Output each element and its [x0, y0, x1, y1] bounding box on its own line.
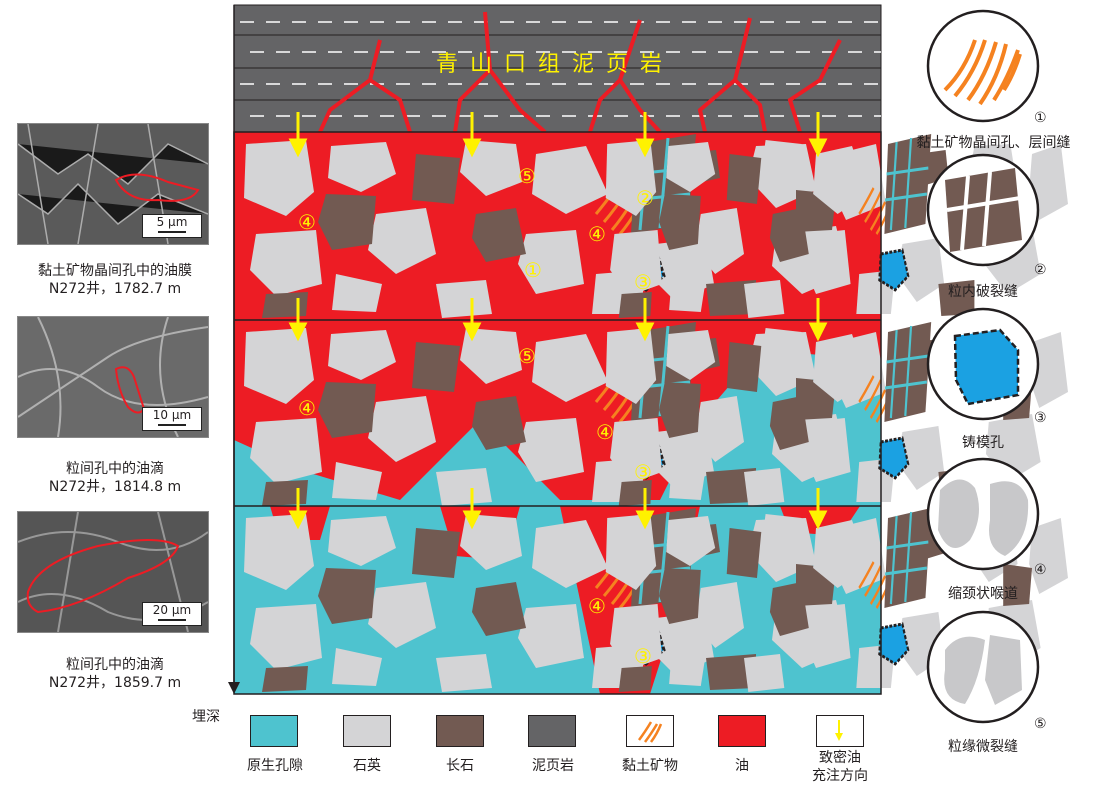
pore-type-circle-5: [926, 610, 1040, 724]
marker: ③: [634, 644, 652, 668]
legend-label-shale: 泥页岩: [532, 758, 574, 774]
pore-type-label-2: 粒内破裂缝: [948, 284, 1018, 300]
scale-label: 5 μm: [156, 215, 188, 229]
grain-edge-fracture-icon: [944, 635, 1022, 705]
legend-swatch-shale: [528, 715, 576, 747]
legend-label-feldspar: 长石: [446, 758, 474, 774]
pore-type-label-1: 黏土矿物晶间孔、层间缝: [916, 135, 1071, 151]
pore-type-num-4: ④: [1034, 562, 1047, 578]
legend-swatch-pore: [250, 715, 298, 747]
marker: ④: [298, 210, 316, 234]
pore-type-circle-1: [926, 9, 1040, 123]
marker: ④: [596, 420, 614, 444]
pore-type-num-3: ③: [1034, 410, 1047, 426]
legend-label-quartz: 石英: [353, 758, 381, 774]
reservoir-panel-1: [234, 132, 1070, 320]
marker: ③: [634, 460, 652, 484]
marker: ⑤: [518, 164, 536, 188]
throat-icon: [938, 479, 1029, 556]
sem-image-1: 5 μm: [17, 123, 209, 245]
legend-swatch-charge: [816, 715, 864, 747]
legend-swatch-clay: [626, 715, 674, 747]
reservoir-panel-2: [234, 320, 1070, 508]
shale-layer-label: 青山口组泥页岩: [435, 52, 674, 77]
marker: ②: [636, 186, 654, 210]
legend-label-clay: 黏土矿物: [622, 758, 678, 774]
marker: ①: [524, 258, 542, 282]
pore-type-num-2: ②: [1034, 262, 1047, 278]
pore-type-label-4: 缩颈状喉道: [948, 586, 1018, 602]
clay-icon: [943, 39, 1022, 106]
pore-type-num-1: ①: [1034, 110, 1047, 126]
legend-label-pore: 原生孔隙: [247, 758, 303, 774]
legend-swatch-oil: [718, 715, 766, 747]
fracture-icon: [945, 168, 1022, 252]
marker: ③: [634, 270, 652, 294]
legend-swatch-feldspar: [436, 715, 484, 747]
legend-label-oil: 油: [735, 758, 749, 774]
marker: ④: [588, 594, 606, 618]
charge-arrows: [288, 112, 828, 530]
legend-swatch-quartz: [343, 715, 391, 747]
marker: ④: [298, 396, 316, 420]
cast-pore-icon: [953, 328, 1020, 406]
pore-type-label-3: 铸模孔: [962, 435, 1004, 451]
sem-image-2: 10 μm: [17, 316, 209, 438]
legend-label-charge: 致密油充注方向: [812, 750, 868, 784]
marker: ④: [588, 222, 606, 246]
sem-image-3: 20 μm: [17, 511, 209, 633]
reservoir-panel-3: [234, 506, 1070, 694]
marker: ⑤: [518, 344, 536, 368]
pore-type-label-5: 粒缘微裂缝: [948, 739, 1018, 755]
pore-type-num-5: ⑤: [1034, 716, 1047, 732]
oil-migration-veins: [318, 11, 842, 134]
depth-label: 埋深: [192, 709, 220, 725]
scale-label: 20 μm: [152, 603, 192, 617]
scale-label: 10 μm: [152, 408, 192, 422]
